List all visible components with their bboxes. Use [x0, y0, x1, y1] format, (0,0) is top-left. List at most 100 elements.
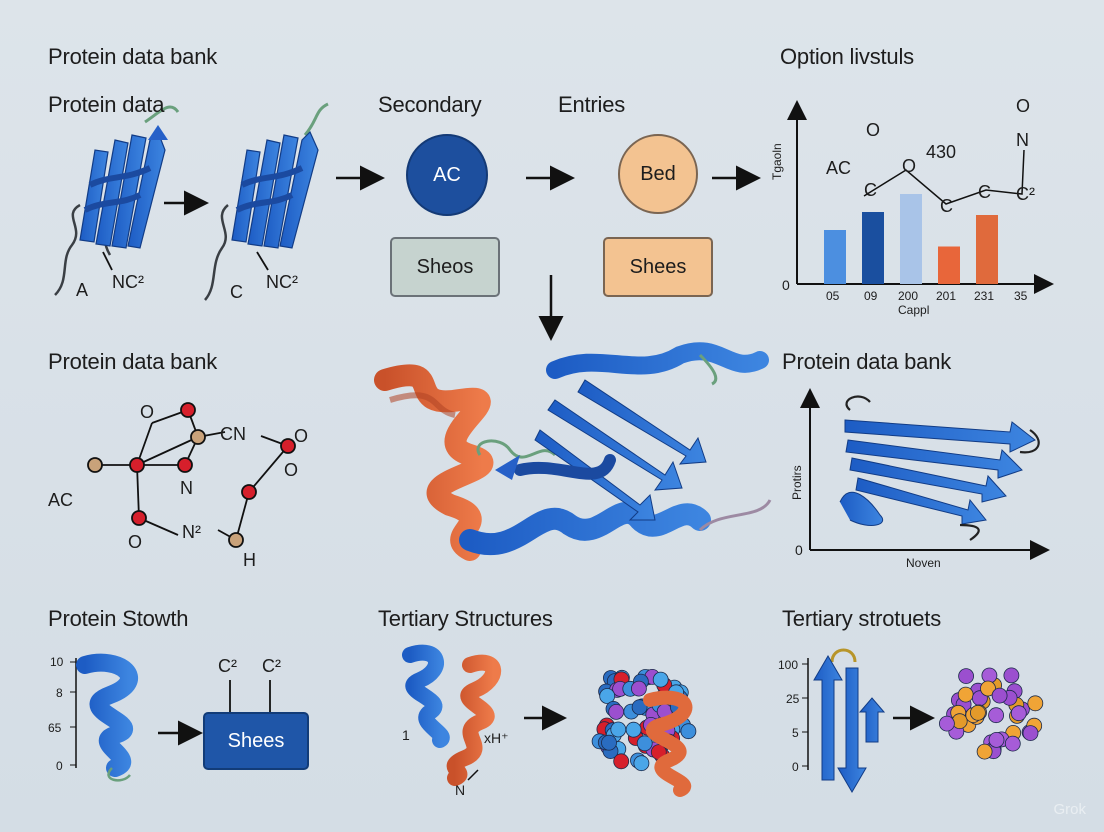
bottom-helix-pair	[402, 644, 502, 786]
atom	[631, 699, 648, 716]
atom	[1004, 735, 1021, 752]
atom	[625, 721, 642, 738]
atom	[939, 715, 955, 732]
atom	[988, 707, 1004, 724]
bed-circle-node: Bed	[618, 134, 698, 214]
top-chart-annot-ac: AC	[826, 158, 852, 178]
bm-label-xh: xH⁺	[484, 730, 509, 746]
shees-box: Shees	[603, 237, 713, 297]
top-chart-zero: 0	[782, 277, 790, 293]
mol-label-o1: O	[140, 402, 155, 422]
bl-label-c2-1: C²	[218, 656, 237, 676]
br-tick-25: 25	[786, 692, 800, 706]
title-bottom-mid: Tertiary Structures	[378, 606, 553, 631]
atom	[599, 688, 616, 704]
atom	[970, 704, 986, 721]
top-chart-xlabel: Cappl	[898, 303, 930, 317]
bl-tick-8: 8	[56, 686, 63, 700]
mol-label-n: N	[180, 478, 193, 498]
helix-wrap	[643, 690, 693, 797]
top-chart-annot-o3: O	[1016, 96, 1031, 116]
atom	[601, 734, 617, 751]
sheet-label-nc-2: NC²	[266, 272, 298, 292]
ac-circle-node: AC	[406, 134, 488, 216]
br-tick-100: 100	[778, 658, 799, 672]
bl-tick-10: 10	[50, 655, 64, 669]
top-chart-annot-c3: C	[978, 182, 991, 202]
sheos-box: Sheos	[390, 237, 500, 297]
mol-label-ac: AC	[48, 490, 74, 510]
atom	[633, 755, 650, 772]
atom	[652, 671, 669, 688]
bottom-shees-box: Shees	[203, 712, 309, 770]
sheet-label-nc-1: NC²	[112, 272, 144, 292]
br-tick-0: 0	[792, 760, 799, 774]
bm-label-n: N	[455, 782, 466, 798]
top-chart-annot-n: N	[1016, 130, 1029, 150]
top-chart-xtick-2: 09	[864, 289, 878, 303]
central-protein-structure	[374, 342, 772, 561]
top-chart-ylabel: Tgaoln	[770, 143, 784, 180]
top-chart-xtick-5: 231	[974, 289, 995, 303]
watermark: Grok	[1053, 801, 1086, 818]
atom	[1027, 695, 1044, 712]
title-top-right: Option livstuls	[780, 44, 914, 69]
mid-chart-zero: 0	[795, 542, 803, 558]
atom	[958, 668, 974, 684]
beta-sheet-1	[54, 105, 180, 296]
atom	[610, 721, 627, 738]
title-mid-left: Protein data bank	[48, 349, 218, 374]
label-secondary: Secondary	[378, 92, 482, 117]
sheet-label-c: C	[230, 282, 243, 302]
top-chart-xtick-6: 35	[1014, 289, 1028, 303]
atom	[636, 735, 653, 752]
beta-sheet-2	[204, 102, 329, 301]
bottom-left-helix	[76, 653, 138, 782]
label-protein-data: Protein data	[48, 92, 165, 117]
top-chart-annot-c1: C	[864, 180, 877, 200]
title-mid-right: Protein data bank	[782, 349, 952, 374]
atom-cluster	[939, 667, 1044, 760]
bar-201	[938, 246, 960, 284]
top-chart-xtick-1: 05	[826, 289, 840, 303]
atom	[988, 732, 1005, 748]
atom	[1022, 725, 1039, 741]
top-chart-annot-c4: C²	[1016, 184, 1035, 204]
globular-protein-cluster	[591, 669, 697, 797]
molecule-graph	[87, 402, 296, 548]
mol-label-h: H	[243, 550, 256, 570]
bm-label-1: 1	[402, 727, 410, 743]
atom	[951, 713, 968, 730]
title-bottom-left: Protein Stowth	[48, 606, 189, 631]
atom	[957, 686, 974, 703]
top-chart-xtick-3: 200	[898, 289, 919, 303]
shees-box-connectors	[229, 680, 271, 712]
top-chart-bars	[824, 194, 998, 284]
mol-label-o3: O	[284, 460, 299, 480]
br-tick-5: 5	[792, 726, 799, 740]
title-bottom-right: Tertiary strotuets	[782, 606, 942, 631]
mol-label-o2: O	[294, 426, 309, 446]
mol-label-cn: CN	[220, 424, 246, 444]
top-chart-xtick-4: 201	[936, 289, 957, 303]
bar-09	[862, 212, 884, 284]
top-chart-annot-c2: C	[940, 196, 953, 216]
top-chart-annot-430: 430	[926, 142, 957, 162]
bottom-left-axis	[70, 658, 77, 768]
top-chart-annot-o1: O	[866, 120, 881, 140]
bl-label-c2-2: C²	[262, 656, 281, 676]
atom	[991, 687, 1008, 704]
bar-231	[976, 215, 998, 284]
mol-label-o4: O	[128, 532, 143, 552]
label-entries: Entries	[558, 92, 626, 117]
atom	[608, 704, 625, 720]
title-top-left: Protein data bank	[48, 44, 218, 69]
mid-chart-xlabel: Noven	[906, 556, 941, 570]
atom	[1003, 667, 1020, 684]
bl-tick-0: 0	[56, 759, 63, 773]
atom	[1010, 705, 1027, 722]
atom	[613, 753, 630, 770]
atom	[980, 680, 996, 697]
bar-200	[900, 194, 922, 284]
